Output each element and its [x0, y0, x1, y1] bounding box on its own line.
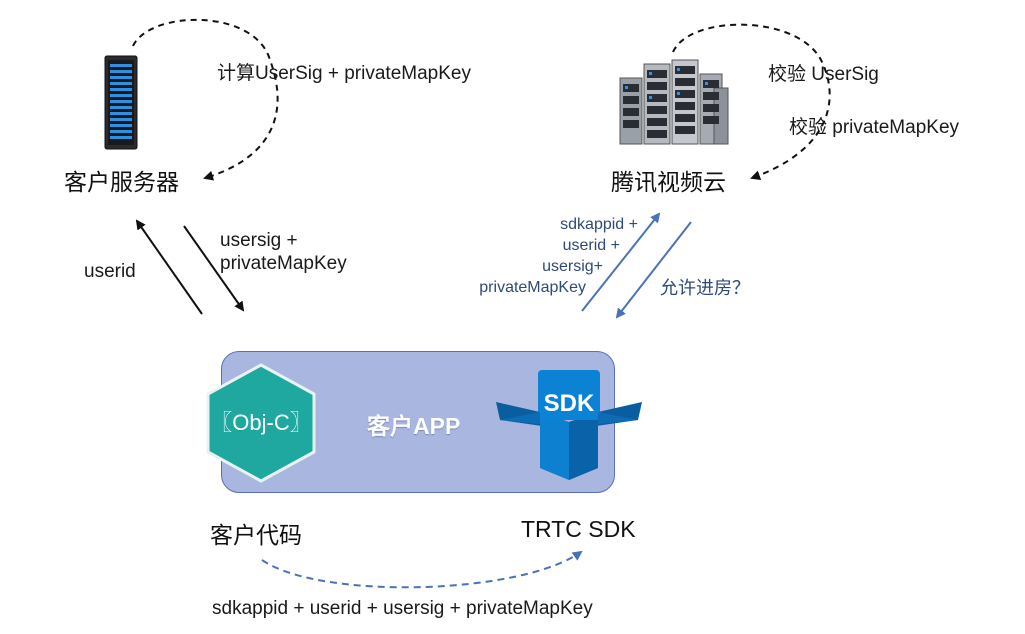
trtc-sdk-label: TRTC SDK: [521, 516, 636, 542]
customer-server-title: 客户服务器: [64, 169, 179, 195]
request-line-userid: userid +: [562, 237, 620, 254]
server-compute-loop: [132, 18, 279, 181]
usersig-label-line1: usersig +: [220, 230, 298, 251]
cloud-servers-icon: [619, 59, 729, 145]
objc-badge-label: 〖Obj-C〗: [210, 410, 312, 435]
enter-room-response-label: 允许进房？: [660, 278, 750, 298]
userid-arrow: [135, 219, 203, 315]
enter-room-request-label: sdkappid + userid + usersig+ privateMapK…: [438, 214, 638, 298]
customer-server-icon: [104, 55, 138, 150]
tencent-cloud-title: 腾讯视频云: [611, 169, 726, 195]
server-compute-label: 计算UserSig + privateMapKey: [217, 63, 471, 84]
customer-app-title: 客户APP: [367, 413, 461, 439]
objc-hexagon-icon: [206, 363, 316, 483]
usersig-arrow: [183, 225, 245, 312]
request-line-usersig: usersig+: [542, 258, 603, 275]
sdk-badge-label: SDK: [543, 390, 595, 417]
sdk-box-icon: [496, 370, 642, 480]
verify-privatemapkey-label: 校验 privateMapKey: [789, 117, 960, 138]
usersig-label-line2: privateMapKey: [220, 253, 347, 274]
verify-usersig-label: 校验 UserSig: [768, 64, 879, 85]
bottom-flow-label: sdkappid + userid + usersig + privateMap…: [212, 598, 593, 619]
client-code-label: 客户代码: [210, 522, 302, 548]
cloud-verify-loop: [672, 23, 831, 180]
enter-room-request-arrow: [581, 212, 661, 312]
userid-label: userid: [84, 261, 136, 282]
bottom-flow-arrow: [261, 550, 583, 589]
enter-room-response-arrow: [615, 221, 692, 319]
request-line-sdkappid: sdkappid +: [560, 216, 638, 233]
request-line-privatemapkey: privateMapKey: [479, 279, 586, 296]
